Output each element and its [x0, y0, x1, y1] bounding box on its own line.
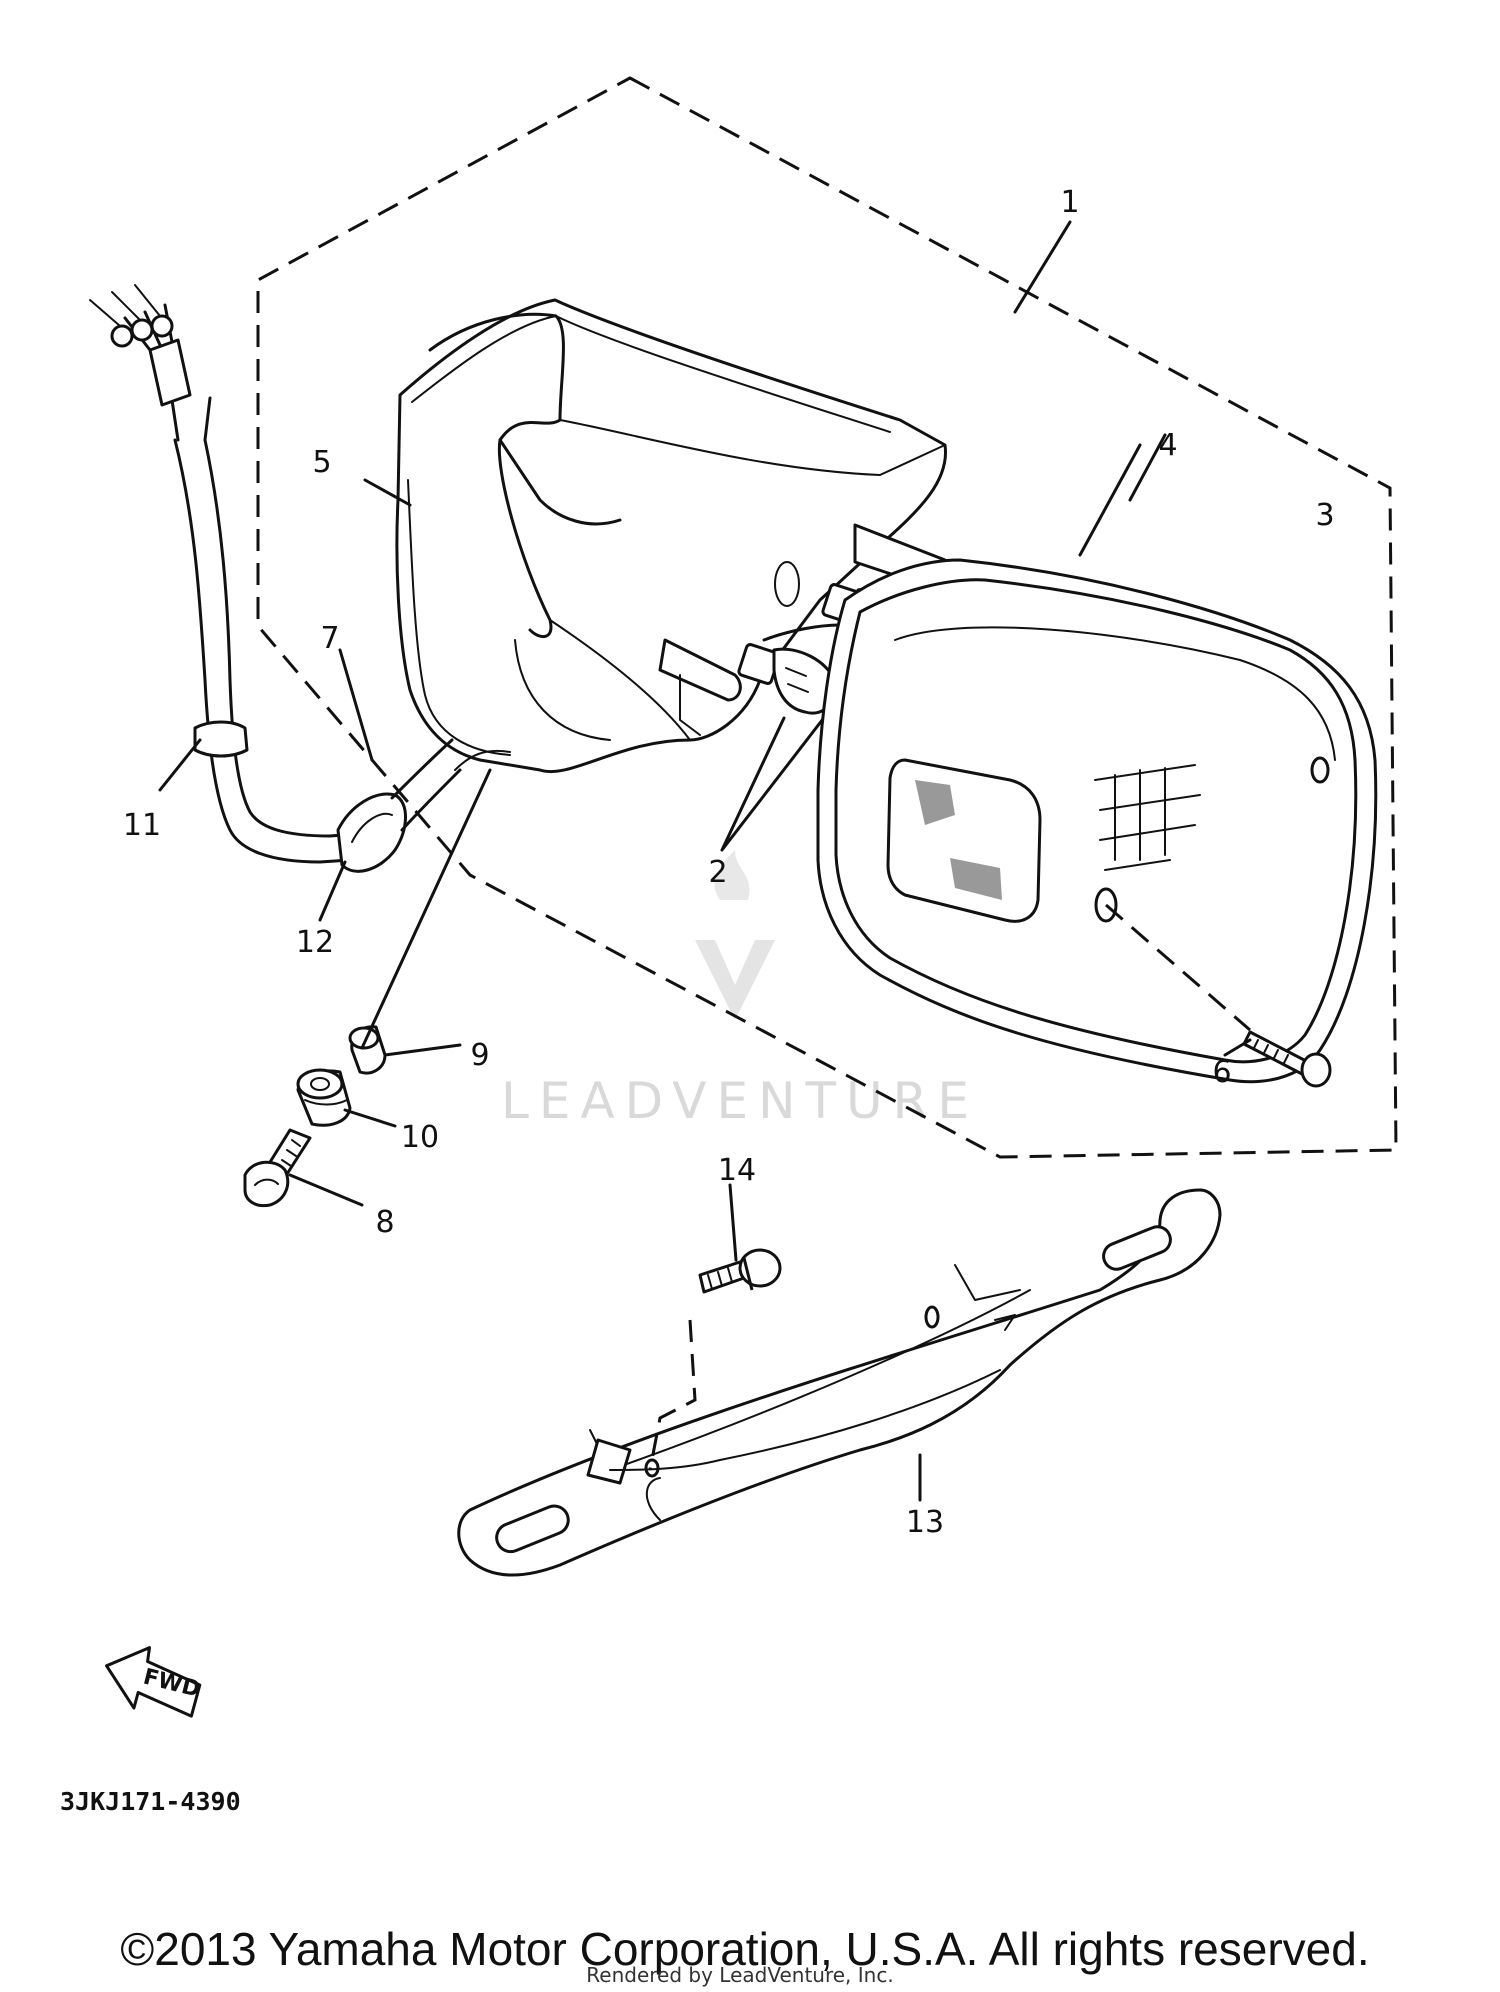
screw-location-line	[648, 1319, 697, 1471]
part-14-bracket-screw	[698, 1248, 782, 1294]
part-9-collar	[348, 1025, 387, 1075]
assembly-boundary	[256, 76, 1398, 1159]
part-7-housing-gasket	[454, 750, 511, 771]
drawing-code: 3JKJ171-4390	[60, 1787, 241, 1816]
lower-bulb-icon	[737, 643, 837, 715]
callout-1: 1	[1060, 185, 1079, 220]
callout-3: 3	[1315, 498, 1334, 533]
callout-5: 5	[312, 445, 331, 480]
leadventure-watermark: LEADVENTURE	[501, 850, 979, 1130]
part-10-grommet	[296, 1068, 352, 1127]
copyright-notice: ©2013 Yamaha Motor Corporation, U.S.A. A…	[120, 1923, 1369, 1975]
part-3-lens	[834, 578, 1358, 1064]
part-6-lens-screw	[1242, 1030, 1332, 1088]
callout-11: 11	[123, 808, 161, 843]
callout-7: 7	[320, 621, 339, 656]
part-12-wire-grommet	[336, 738, 462, 873]
forward-direction-arrow: FWD	[105, 1646, 203, 1718]
watermark-logo-icon	[695, 940, 775, 1020]
callout-8: 8	[375, 1205, 394, 1240]
watermark-flame-icon	[714, 850, 750, 900]
callout-14: 14	[718, 1153, 756, 1188]
callout-13: 13	[906, 1505, 944, 1540]
watermark-text: LEADVENTURE	[501, 1072, 979, 1130]
callout-9: 9	[470, 1038, 489, 1073]
leader-lines	[158, 220, 1252, 1502]
callout-2: 2	[708, 855, 727, 890]
callout-4: 4	[1158, 428, 1177, 463]
callout-6: 6	[1212, 1055, 1231, 1090]
callout-12: 12	[296, 925, 334, 960]
part-11-wire-harness	[89, 284, 357, 864]
part-8-mounting-bolt	[243, 1128, 312, 1208]
rendered-by-notice: Rendered by LeadVenture, Inc.	[586, 1963, 893, 1987]
part-13-plate-bracket	[457, 1188, 1222, 1577]
part-5-lamp-housing	[395, 298, 957, 773]
callout-10: 10	[401, 1120, 439, 1155]
callouts: 1 2 3 4 5 6 7 8 9 10 11 12 13 14	[123, 185, 1335, 1540]
